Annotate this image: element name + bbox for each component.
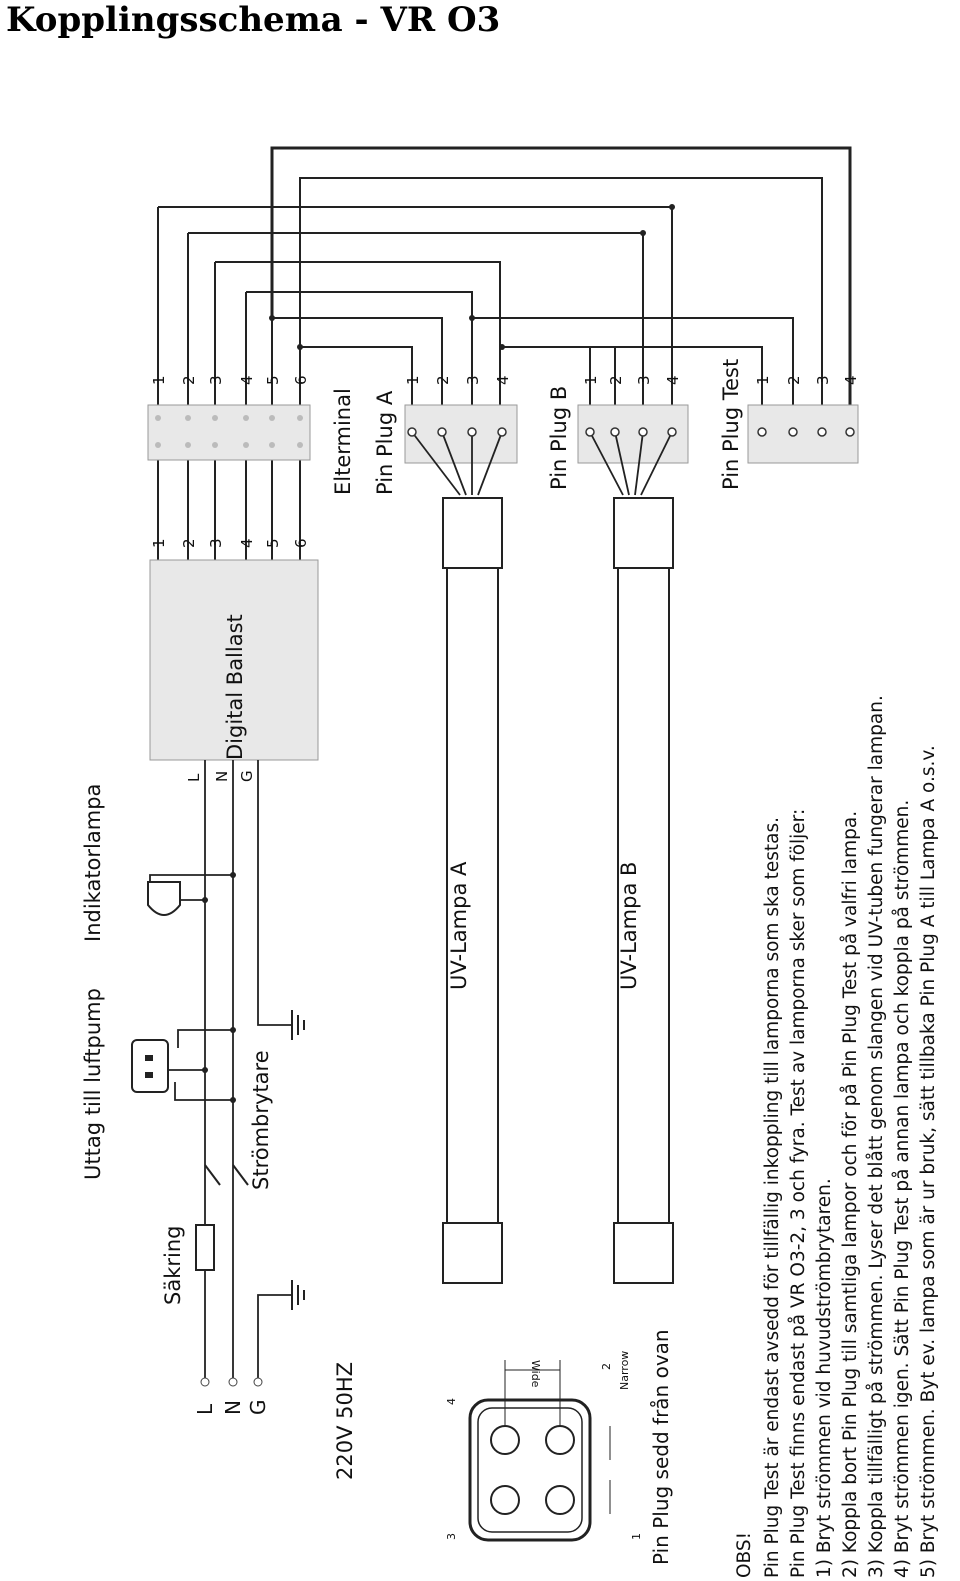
mains-label: L — [193, 1403, 217, 1415]
pin-plug-b-label: Pin Plug B — [547, 386, 571, 490]
ballast-label: Digital Ballast — [223, 614, 247, 760]
uttag-outlet — [131, 1039, 169, 1093]
pin-plug-view-label: Pin Plug sedd från ovan — [649, 1329, 673, 1565]
obs-note-line: Pin Plug Test är endast avsedd för tillf… — [762, 817, 783, 1578]
pin-plug-test-label: Pin Plug Test — [719, 359, 743, 490]
plug-view-pin-label: 2 — [600, 1363, 613, 1370]
uv-lampa-b-tube — [613, 497, 674, 1284]
plug-view-pin-label: 3 — [445, 1533, 458, 1540]
pin-plug-test-block — [747, 404, 859, 464]
plug-leads — [411, 431, 673, 496]
ballast-output-label: 4 — [238, 538, 256, 548]
plug-a-pin-label: 3 — [464, 375, 482, 385]
obs-note-line: 2) Koppla bort Pin Plug till samtliga la… — [840, 811, 861, 1578]
plug-contacts — [407, 427, 855, 437]
ground-symbol-1 — [291, 1010, 305, 1040]
uttag-label: Uttag till luftpump — [81, 988, 105, 1180]
sakring-label: Säkring — [161, 1226, 185, 1305]
elterminal-block — [147, 404, 311, 461]
terminal-screws — [155, 415, 303, 448]
plug-view-pin-label: 4 — [445, 1398, 458, 1405]
mains-junctions — [202, 872, 236, 1103]
digital-ballast-box — [149, 559, 319, 761]
plug-view-pin-label: 1 — [630, 1533, 643, 1540]
terminal-pin-label: 2 — [180, 375, 198, 385]
plug-test-pin-label: 3 — [814, 375, 832, 385]
plug-test-pin-label: 4 — [842, 375, 860, 385]
mains-terminals — [200, 1377, 263, 1387]
uv-lampa-a-tube — [442, 497, 503, 1284]
obs-note-line: 3) Koppla tillfälligt på strömmen. Lyser… — [866, 695, 887, 1578]
indikatorlampa-label: Indikatorlampa — [81, 784, 105, 942]
ground-symbol-2 — [291, 1280, 305, 1310]
ballast-output-label: 1 — [150, 538, 168, 548]
strombrytare-label: Strömbrytare — [249, 1050, 273, 1190]
terminal-pin-label: 3 — [207, 375, 225, 385]
uv-lampa-b-label: UV-Lampa B — [617, 862, 641, 990]
mains-label: N — [221, 1400, 245, 1415]
plug-b-pin-label: 3 — [635, 375, 653, 385]
plug-b-pin-label: 1 — [582, 375, 600, 385]
plug-a-pin-label: 1 — [404, 375, 422, 385]
wire-junctions — [269, 204, 675, 350]
ballast-output-label: 3 — [207, 538, 225, 548]
terminal-pin-label: 6 — [292, 375, 310, 385]
uv-lampa-a-label: UV-Lampa A — [447, 861, 471, 990]
ballast-input-label: L — [185, 773, 203, 782]
narrow-label: Narrow — [618, 1351, 631, 1390]
pin-plug-top-view — [468, 1360, 611, 1542]
terminal-pin-label: 1 — [150, 375, 168, 385]
obs-note-line: 5) Bryt strömmen. Byt ev. lampa som är u… — [918, 745, 939, 1578]
obs-heading: OBS! — [734, 1532, 755, 1578]
strombrytare-switch — [204, 1164, 249, 1186]
ballast-input-label: N — [213, 771, 231, 782]
indikatorlampa-bulb — [147, 881, 181, 916]
obs-notes: OBS! Pin Plug Test är endast avsedd för t… — [734, 695, 939, 1578]
ballast-output-label: 6 — [292, 538, 310, 548]
sakring-fuse — [195, 1224, 215, 1271]
obs-note-line: Pin Plug Test finns endast på VR O3-2, 3… — [788, 809, 809, 1578]
ballast-output-label: 2 — [180, 538, 198, 548]
page-title: Kopplingsschema - VR O3 — [6, 0, 501, 40]
obs-note-line: 1) Bryt strömmen vid huvudströmbrytaren. — [814, 1178, 835, 1578]
plug-a-pin-label: 4 — [494, 375, 512, 385]
ballast-output-label: 5 — [264, 538, 282, 548]
plug-a-pin-label: 2 — [434, 375, 452, 385]
plug-test-pin-label: 1 — [754, 375, 772, 385]
plug-b-pin-label: 2 — [607, 375, 625, 385]
wide-label: Wide — [529, 1360, 542, 1388]
pin-plug-a-label: Pin Plug A — [373, 390, 397, 495]
terminal-pin-label: 5 — [264, 375, 282, 385]
mains-wiring — [149, 760, 292, 1380]
plug-b-pin-label: 4 — [664, 375, 682, 385]
plug-test-pin-label: 2 — [785, 375, 803, 385]
wire-harness — [157, 146, 852, 560]
mains-label: G — [246, 1400, 270, 1416]
terminal-pin-label: 4 — [238, 375, 256, 385]
obs-note-line: 4) Bryt strömmen igen. Sätt Pin Plug Tes… — [892, 800, 913, 1578]
ballast-input-label: G — [238, 770, 256, 782]
elterminal-label: Elterminal — [331, 388, 355, 495]
supply-label: 220V 50HZ — [333, 1362, 357, 1480]
